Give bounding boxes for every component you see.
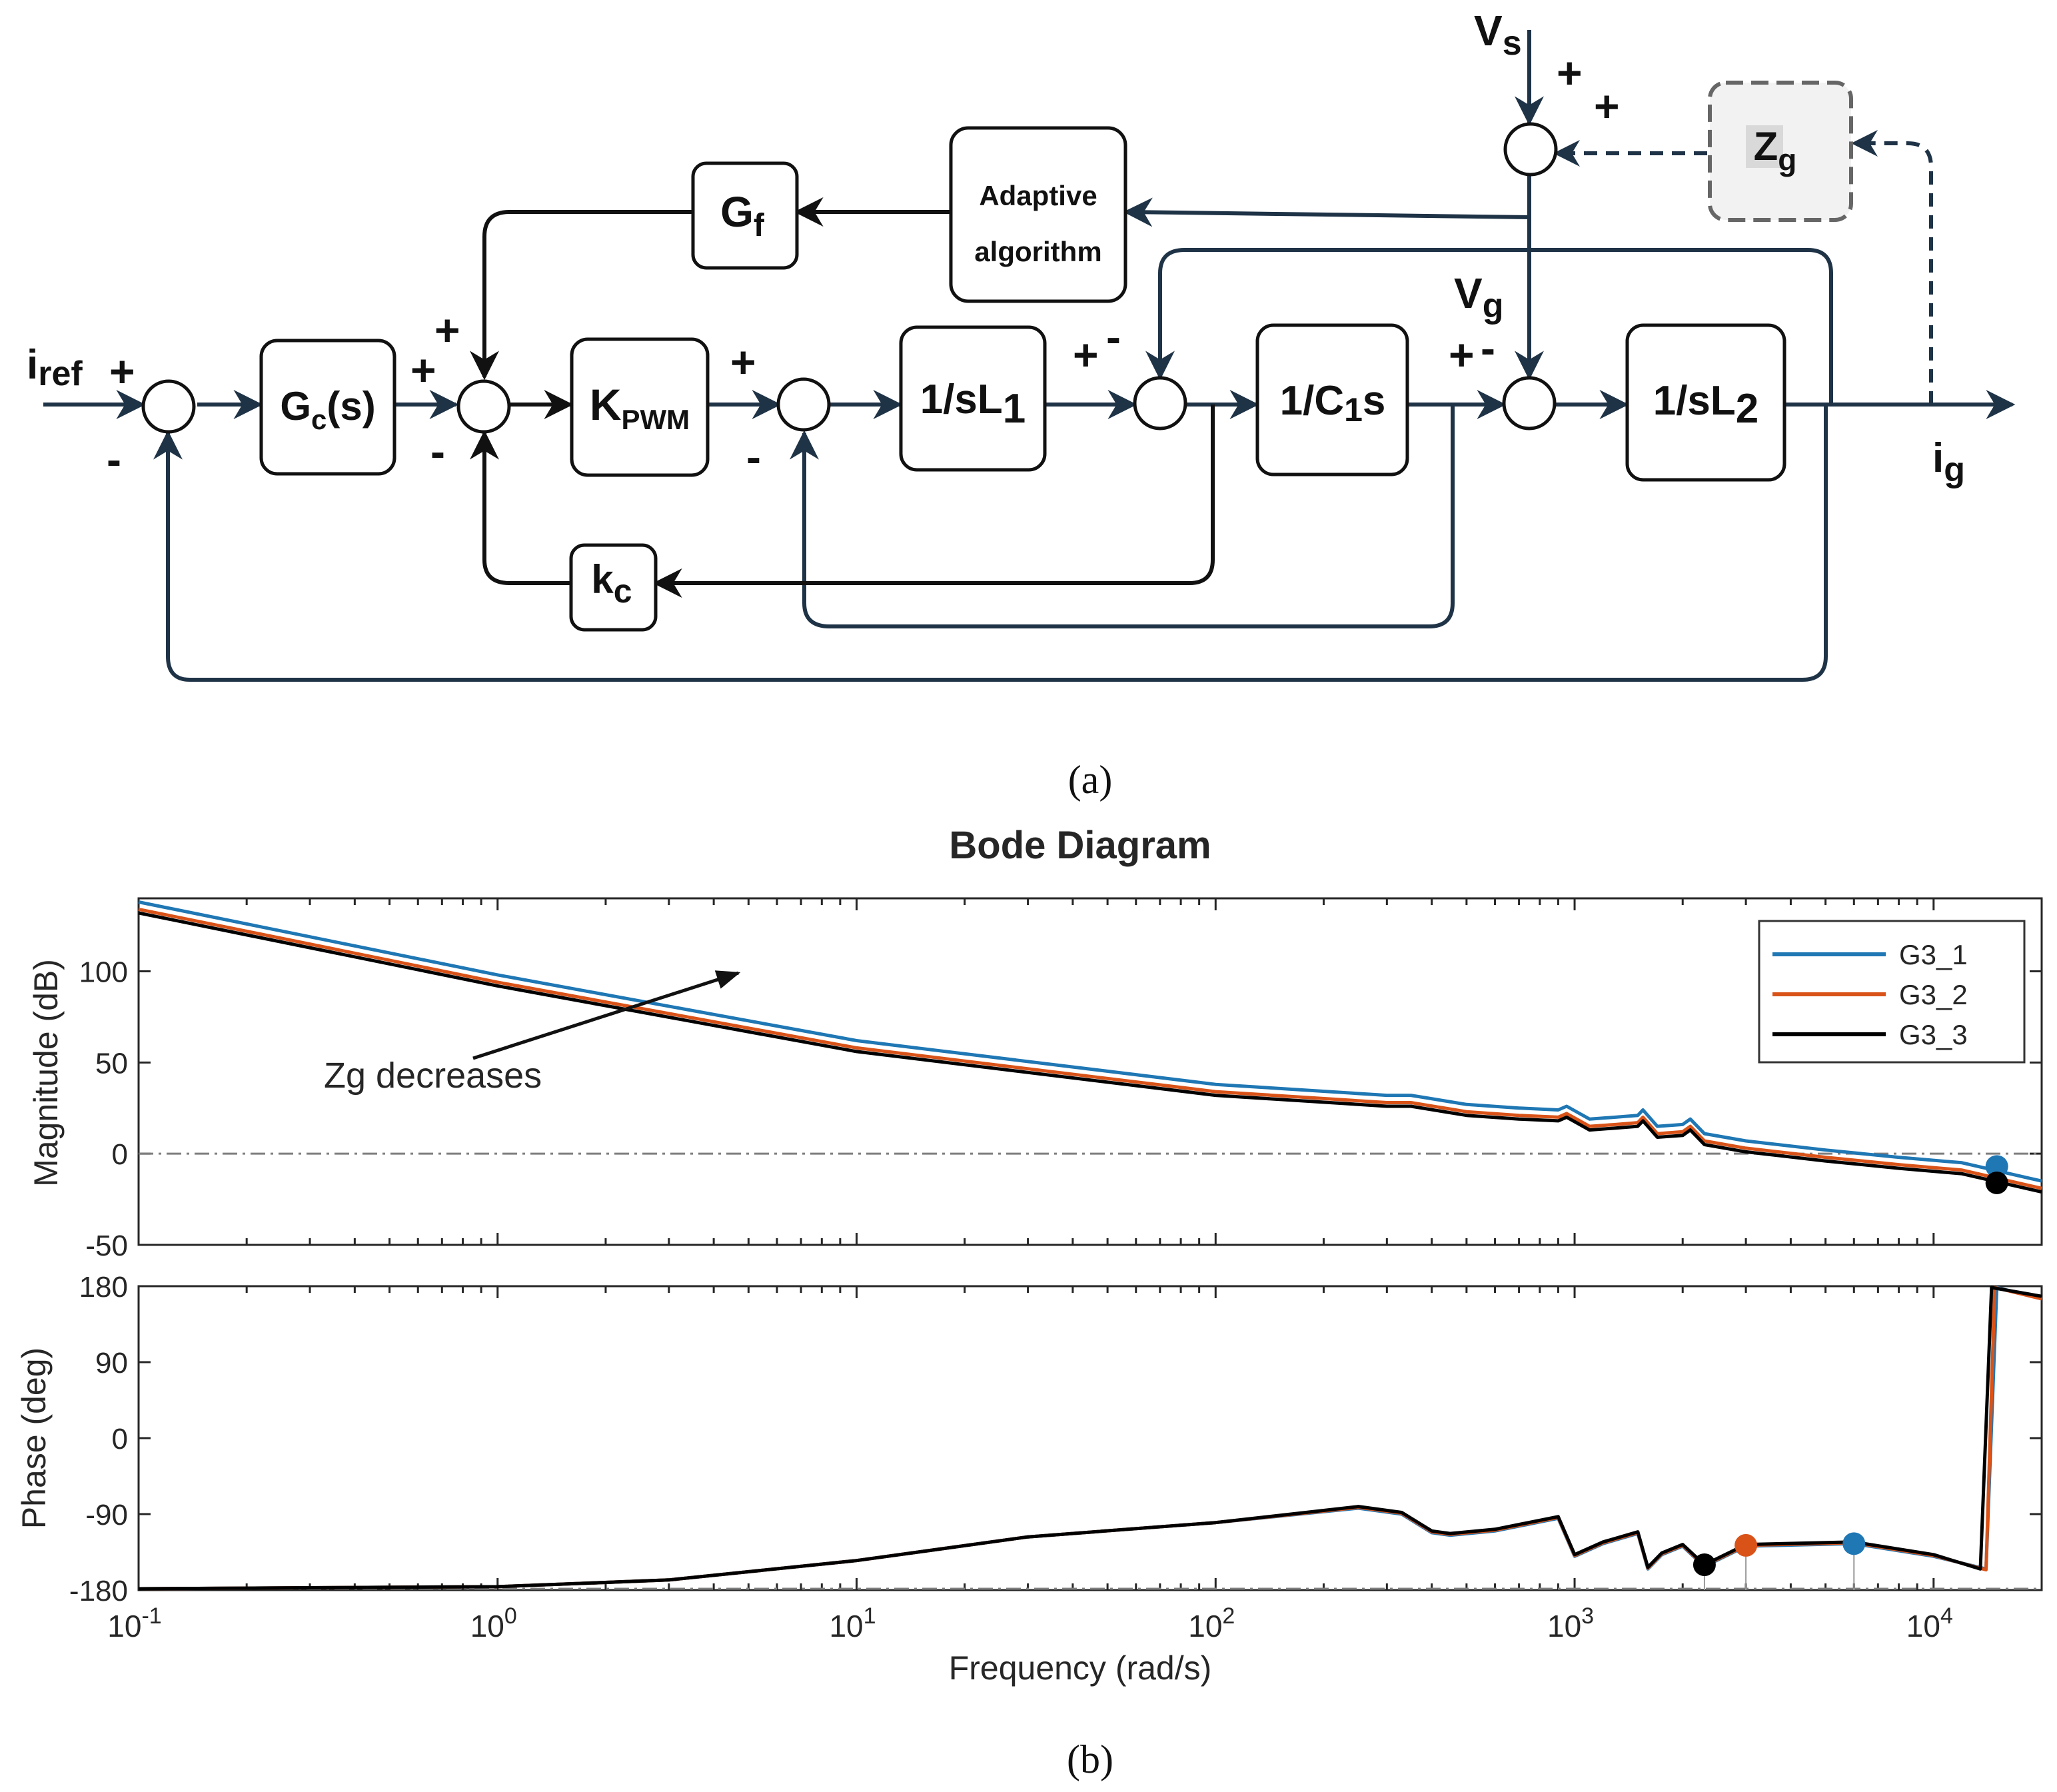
zg-label-highlight <box>1746 125 1783 168</box>
sl1-block <box>899 325 1047 472</box>
gc-block <box>259 339 396 476</box>
sign-minus-sum4: - <box>1106 312 1121 361</box>
x-tick-label: 100 <box>470 1603 517 1643</box>
sign-plus-sum5: + <box>1449 330 1475 379</box>
sign-minus-sum3: - <box>746 432 761 481</box>
bode-title: Bode Diagram <box>949 824 1211 867</box>
iref-label: iref <box>27 342 83 393</box>
zg-label: Zg <box>1754 124 1797 177</box>
caption-a: (a) <box>1068 758 1113 802</box>
x-tick-labels: 10-1 100 101 102 103 104 <box>107 1603 1953 1643</box>
sign-plus-sum3: + <box>730 337 756 387</box>
zg-decreases-annotation: Zg decreases <box>324 1056 542 1096</box>
summing-junction-3 <box>776 377 831 432</box>
summing-junction-5 <box>1502 376 1557 431</box>
gf-to-sum2-line <box>470 210 692 381</box>
vg-to-adaptive-line <box>1123 197 1530 227</box>
phase-marker-G3_1 <box>1842 1532 1866 1555</box>
magnitude-y-tick-label: 0 <box>112 1138 128 1171</box>
sign-plus-sum2-a: + <box>410 345 436 395</box>
summing-junction-4 <box>1133 376 1187 431</box>
phase-markers <box>1693 1532 1866 1590</box>
sl1-label: 1/sL1 <box>920 377 1026 432</box>
magnitude-marker-G3_1 <box>1985 1155 2008 1178</box>
frequency-xlabel: Frequency (rad/s) <box>949 1649 1212 1687</box>
magnitude-series-G3_1 <box>138 900 2042 1183</box>
c1s-block <box>1255 323 1409 476</box>
legend: G3_1G3_2G3_3 <box>1772 939 1968 1050</box>
outer-feedback-loop <box>153 405 1828 682</box>
block-diagram: Gc(s) KPWM 1/sL1 1/C1s 1/sL2 Gf kc Zg Ad… <box>27 7 2016 802</box>
adaptive-label-line1: Adaptive <box>979 180 1097 211</box>
legend-box <box>1758 920 2026 1064</box>
phase-ticks: 180 90 0 -90 -180 <box>69 1271 2043 1607</box>
magnitude-ylabel: Magnitude (dB) <box>27 959 65 1187</box>
phase-y-tick-label: -180 <box>69 1575 128 1607</box>
zg-decreases-arrow <box>472 970 741 1060</box>
ic-to-kc-line <box>652 405 1215 598</box>
magnitude-series-G3_2 <box>138 907 2042 1190</box>
sign-plus-sum2-b: + <box>434 305 460 355</box>
bode-diagram: Bode Diagram 100 50 0 -50 180 90 0 -90 -180 Mag… <box>15 824 2043 1781</box>
phase-y-tick-label: 180 <box>79 1271 128 1304</box>
gc-label: Gc(s) <box>280 384 375 435</box>
magnitude-curves <box>138 900 2042 1194</box>
summing-junction-2 <box>456 379 511 434</box>
ig-to-zg-dashed-line <box>1851 130 1933 405</box>
phase-y-tick-label: -90 <box>85 1499 128 1531</box>
sl2-block <box>1625 323 1786 482</box>
ig-label: ig <box>1932 435 1965 489</box>
magnitude-plot-area <box>137 897 2043 1246</box>
phase-y-tick-label: 0 <box>112 1423 128 1455</box>
kc-to-sum2-line <box>470 430 571 585</box>
x-tick-label: 10-1 <box>107 1603 161 1643</box>
x-tick-label: 101 <box>829 1603 876 1643</box>
kpwm-label: KPWM <box>590 380 690 435</box>
c1s-label: 1/C1s <box>1280 378 1386 429</box>
summing-junction-6 <box>1503 122 1558 177</box>
kc-label: kc <box>591 557 632 610</box>
phase-y-tick-label: 90 <box>95 1347 128 1379</box>
adaptive-label-line2: algorithm <box>974 236 1101 267</box>
sign-plus-sum1: + <box>109 347 135 396</box>
magnitude-y-tick-label: 100 <box>79 956 128 988</box>
adaptive-algorithm-block <box>949 126 1127 303</box>
vc-to-sum3-loop <box>790 405 1455 628</box>
kpwm-block <box>570 337 710 477</box>
magnitude-y-tick-label: 50 <box>95 1047 128 1080</box>
magnitude-series-G3_3 <box>138 911 2042 1194</box>
magnitude-y-tick-label: -50 <box>85 1230 128 1262</box>
sign-plus-sum6-b: + <box>1594 81 1620 131</box>
legend-label-G3_2: G3_2 <box>1899 979 1968 1010</box>
phase-marker-G3_3 <box>1693 1553 1716 1576</box>
x-tick-label: 104 <box>1906 1603 1953 1643</box>
summing-junction-1 <box>141 379 196 434</box>
vs-label: Vs <box>1474 7 1522 63</box>
magnitude-markers <box>1985 1155 2008 1194</box>
kc-block <box>569 543 658 632</box>
gf-block <box>691 161 799 270</box>
vg-label: Vg <box>1454 269 1503 325</box>
gf-label: Gf <box>720 188 765 243</box>
sign-minus-sum1: - <box>107 435 121 484</box>
legend-label-G3_3: G3_3 <box>1899 1019 1968 1050</box>
magnitude-marker-G3_3 <box>1985 1171 2008 1194</box>
sign-minus-sum5: - <box>1481 323 1495 373</box>
phase-ylabel: Phase (deg) <box>15 1347 53 1529</box>
x-tick-label: 103 <box>1547 1603 1594 1643</box>
phase-marker-G3_2 <box>1734 1533 1758 1557</box>
caption-b: (b) <box>1067 1737 1113 1781</box>
ig-to-sum4-loop <box>1160 248 1833 405</box>
magnitude-ticks: 100 50 0 -50 <box>79 898 2043 1262</box>
sign-minus-sum2: - <box>430 427 445 476</box>
legend-label-G3_1: G3_1 <box>1899 939 1968 970</box>
sign-plus-sum6-a: + <box>1557 48 1583 97</box>
sl2-label: 1/sL2 <box>1653 378 1759 432</box>
sign-plus-sum4: + <box>1073 330 1099 379</box>
x-tick-label: 102 <box>1188 1603 1235 1643</box>
